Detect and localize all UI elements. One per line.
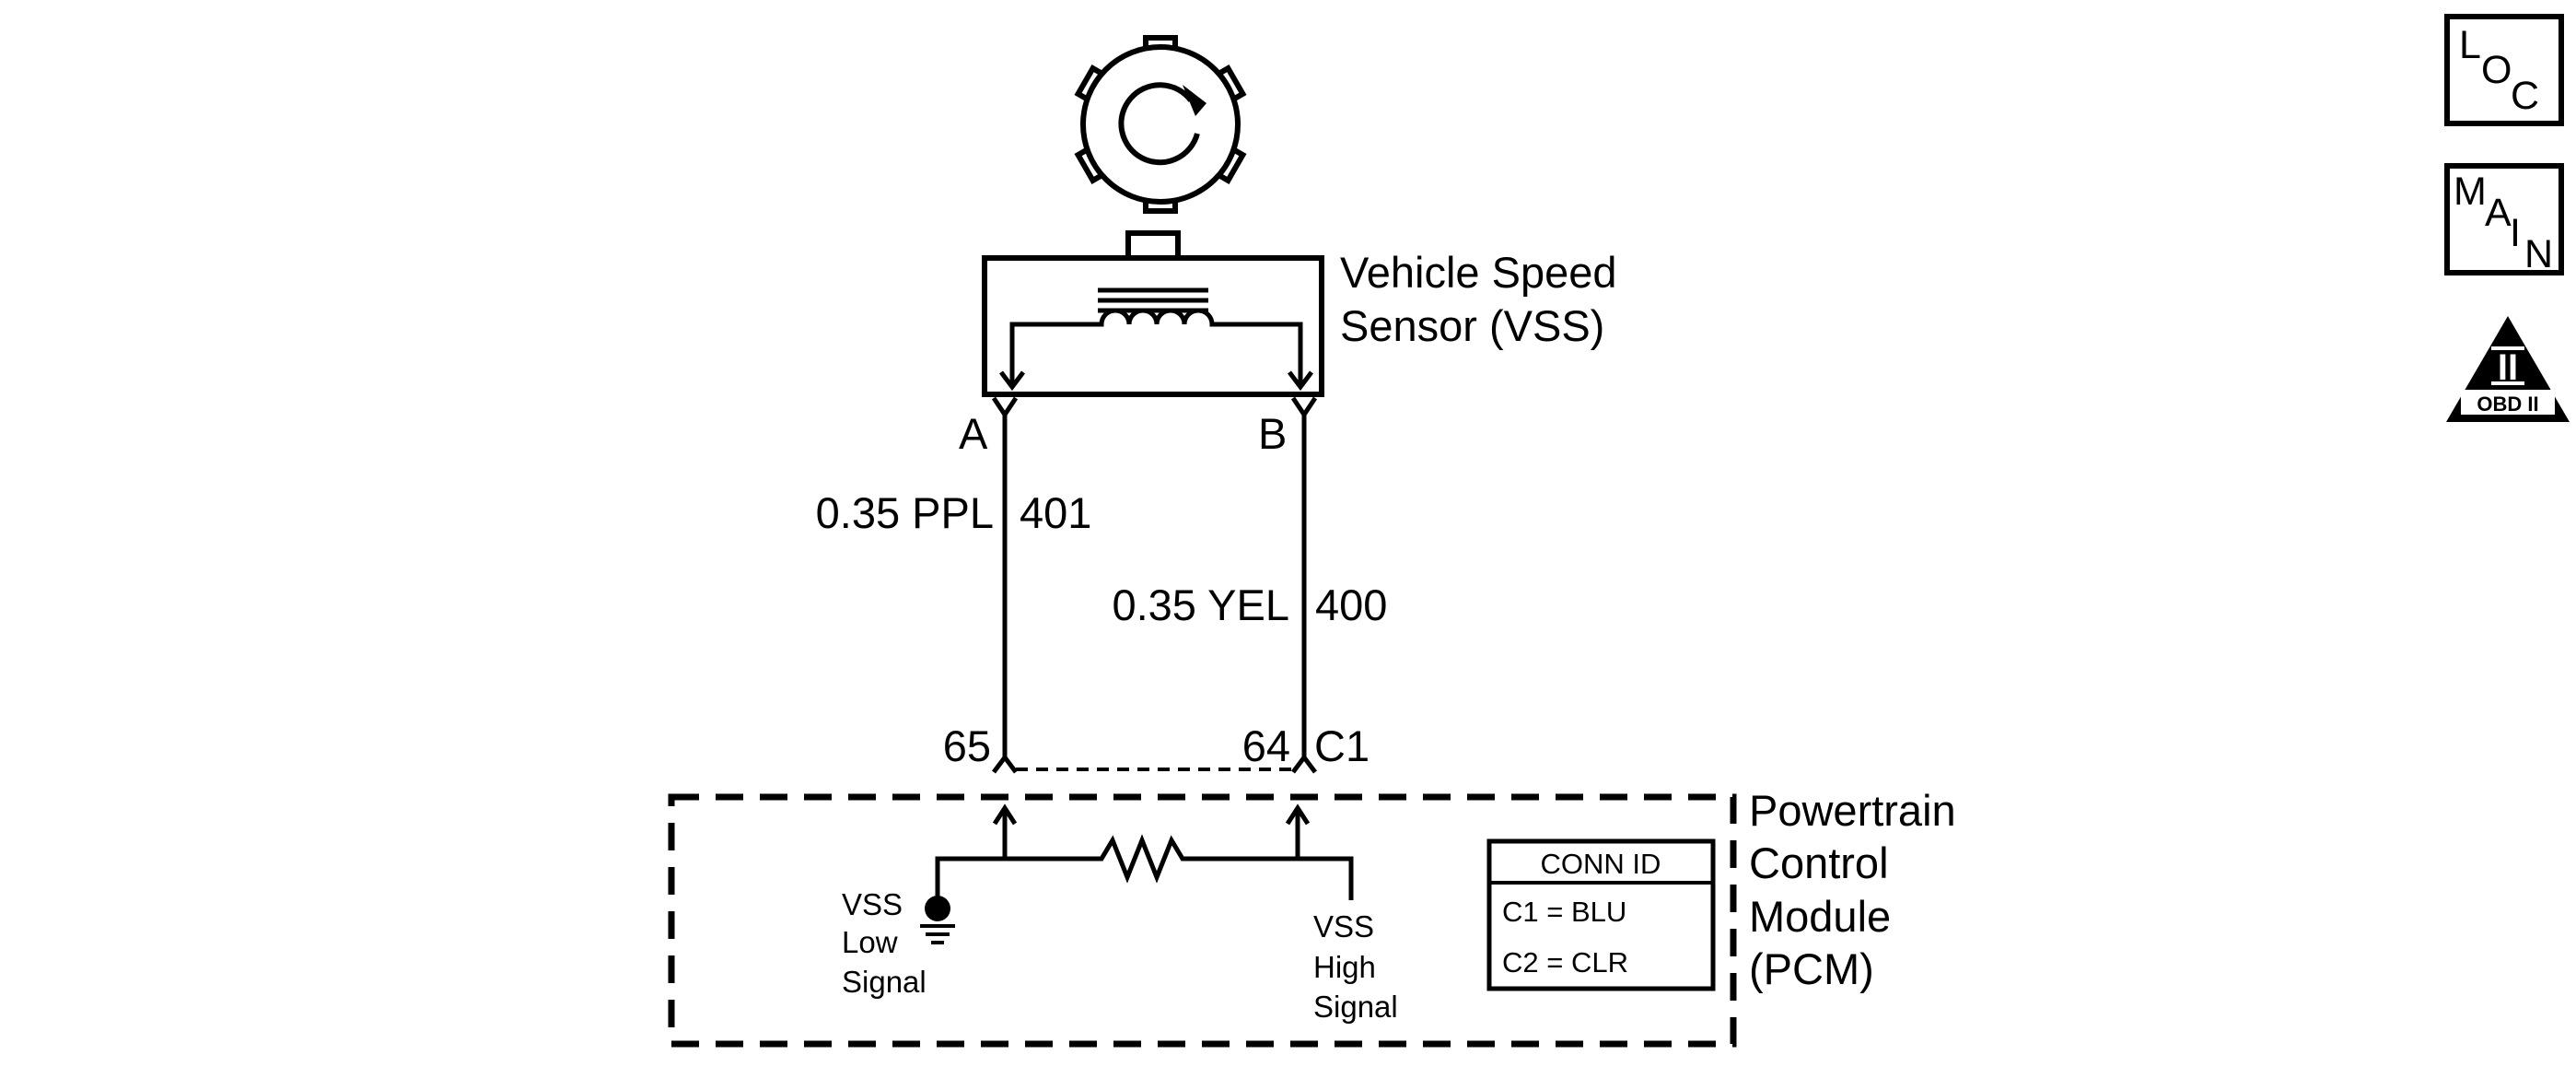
conn-id-title: CONN ID xyxy=(1541,848,1661,880)
main-nav-icon[interactable]: M A I N xyxy=(2444,163,2564,276)
pcm-name-line3: Module xyxy=(1749,892,1891,941)
svg-text:A: A xyxy=(2485,191,2512,235)
wire-b-gauge-color: 0.35 YEL xyxy=(1112,580,1289,629)
sensor-name-line2: Sensor (VSS) xyxy=(1340,301,1604,350)
pin-a-label: A xyxy=(959,409,988,458)
high-signal-line2: High xyxy=(1313,950,1376,984)
high-signal-line3: Signal xyxy=(1313,990,1398,1024)
terminal-64 xyxy=(1291,753,1317,774)
low-signal-line1: VSS xyxy=(842,887,903,921)
svg-text:M: M xyxy=(2454,170,2487,214)
svg-text:N: N xyxy=(2524,232,2553,276)
loc-nav-icon[interactable]: L O C xyxy=(2444,14,2564,126)
terminal-65 xyxy=(992,753,1018,774)
terminal-b xyxy=(1290,396,1318,419)
pcm-name-line4: (PCM) xyxy=(1749,944,1874,993)
pcm-pin-64-label: 64 xyxy=(1242,721,1290,770)
svg-text:OBD II: OBD II xyxy=(2477,393,2538,416)
wire-a-circuit: 401 xyxy=(1020,488,1091,537)
sensor-coil-icon xyxy=(999,287,1313,392)
svg-text:O: O xyxy=(2481,48,2512,92)
terminal-a xyxy=(991,396,1019,419)
pcm-name-line1: Powertrain xyxy=(1749,786,1956,835)
svg-text:II: II xyxy=(2498,347,2518,388)
low-signal-line3: Signal xyxy=(842,965,927,999)
conn-id-table: CONN ID C1 = BLU C2 = CLR xyxy=(1486,838,1716,991)
connector-c1-label: C1 xyxy=(1314,721,1370,770)
pcm-pin-65-label: 65 xyxy=(943,721,991,770)
svg-text:C: C xyxy=(2511,74,2539,118)
conn-id-row-c2: C2 = CLR xyxy=(1502,946,1628,979)
ground-icon xyxy=(920,896,955,944)
pcm-module-box xyxy=(668,793,1737,1048)
wire-a-gauge-color: 0.35 PPL xyxy=(816,488,994,537)
reluctor-wheel-icon xyxy=(1074,35,1247,214)
sensor-tip xyxy=(1125,230,1181,261)
pcm-name-line2: Control xyxy=(1749,838,1889,887)
pin-b-label: B xyxy=(1258,409,1287,458)
obd-ii-nav-icon[interactable]: OBD II II xyxy=(2446,316,2570,422)
svg-text:L: L xyxy=(2459,23,2481,67)
pcm-internal-circuit xyxy=(935,803,1354,908)
conn-id-row-c1: C1 = BLU xyxy=(1502,896,1626,928)
sensor-name-line1: Vehicle Speed xyxy=(1340,248,1617,297)
wire-b-circuit: 400 xyxy=(1315,580,1387,629)
svg-text:I: I xyxy=(2510,211,2521,255)
low-signal-line2: Low xyxy=(842,925,898,959)
high-signal-line1: VSS xyxy=(1313,909,1374,943)
